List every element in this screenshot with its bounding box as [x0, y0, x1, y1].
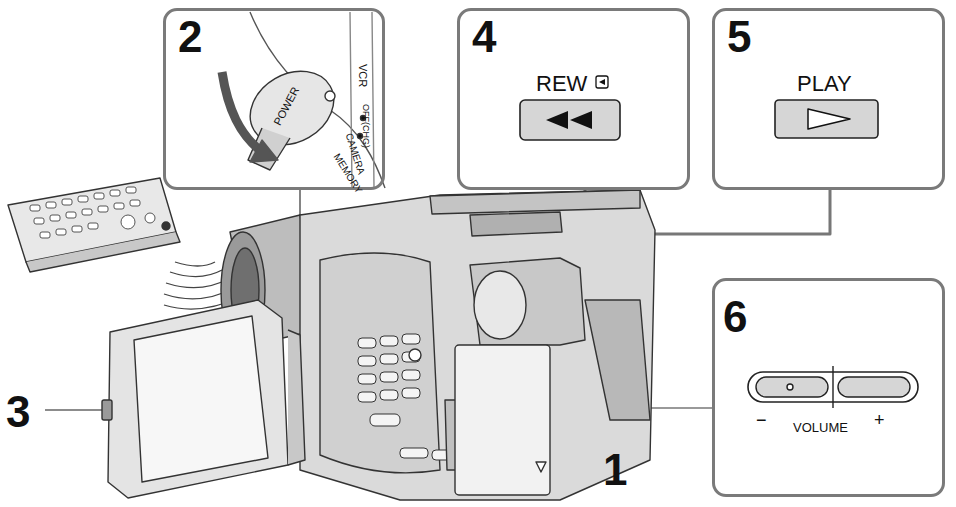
step-box: 5PLAY: [712, 8, 945, 190]
ir-emitter: [162, 222, 170, 230]
viewfinder: [470, 258, 585, 345]
top-handle: [430, 190, 640, 214]
part-label: VCR: [357, 64, 368, 87]
part-label: −: [756, 411, 767, 429]
camcorder-body: [300, 190, 655, 500]
step-number: 6: [723, 295, 747, 339]
part-label: OFF(CHG): [361, 104, 370, 148]
callout-number: 1: [603, 448, 627, 492]
tape-icon: [596, 76, 608, 88]
step-box: 4REW: [457, 8, 690, 190]
battery-pack: [455, 345, 550, 495]
step-number: 4: [472, 15, 496, 59]
turn-arrowhead: [250, 140, 278, 162]
dial-knob: [325, 91, 335, 101]
step-number: 2: [178, 15, 202, 59]
play-button: [775, 100, 878, 138]
side-panel: [320, 253, 440, 473]
part-label: +: [874, 411, 885, 429]
battery-mark: [536, 462, 546, 472]
button-label: REW: [536, 73, 587, 95]
tactile-dot: [787, 384, 793, 390]
rew-button: [520, 100, 620, 140]
remote-buttons: [30, 187, 155, 238]
control-buttons: [358, 334, 460, 460]
lcd-panel: [108, 300, 288, 498]
button-label: PLAY: [797, 73, 852, 95]
remote-side: [26, 232, 180, 272]
open-button: [102, 400, 112, 420]
turn-arrow: [222, 72, 262, 152]
divider: [832, 366, 833, 408]
play-symbol: [808, 109, 850, 129]
accessory-shoe: [470, 212, 562, 236]
tape-icon: [599, 79, 605, 85]
lcd-screen: [134, 316, 268, 482]
rew-symbol: [546, 111, 592, 129]
button-label: VOLUME: [793, 421, 848, 434]
eyecup: [474, 271, 526, 339]
step-box: 6VOLUME: [712, 278, 945, 497]
leader-line: [45, 409, 108, 411]
volume-plus-key: [838, 377, 910, 397]
jog-dial: [409, 349, 421, 361]
volume-minus-key: [756, 377, 828, 397]
lcd-hinge: [288, 330, 305, 465]
callout-number: 3: [6, 390, 30, 434]
hand-strap: [585, 300, 650, 420]
step-number: 5: [727, 15, 751, 59]
